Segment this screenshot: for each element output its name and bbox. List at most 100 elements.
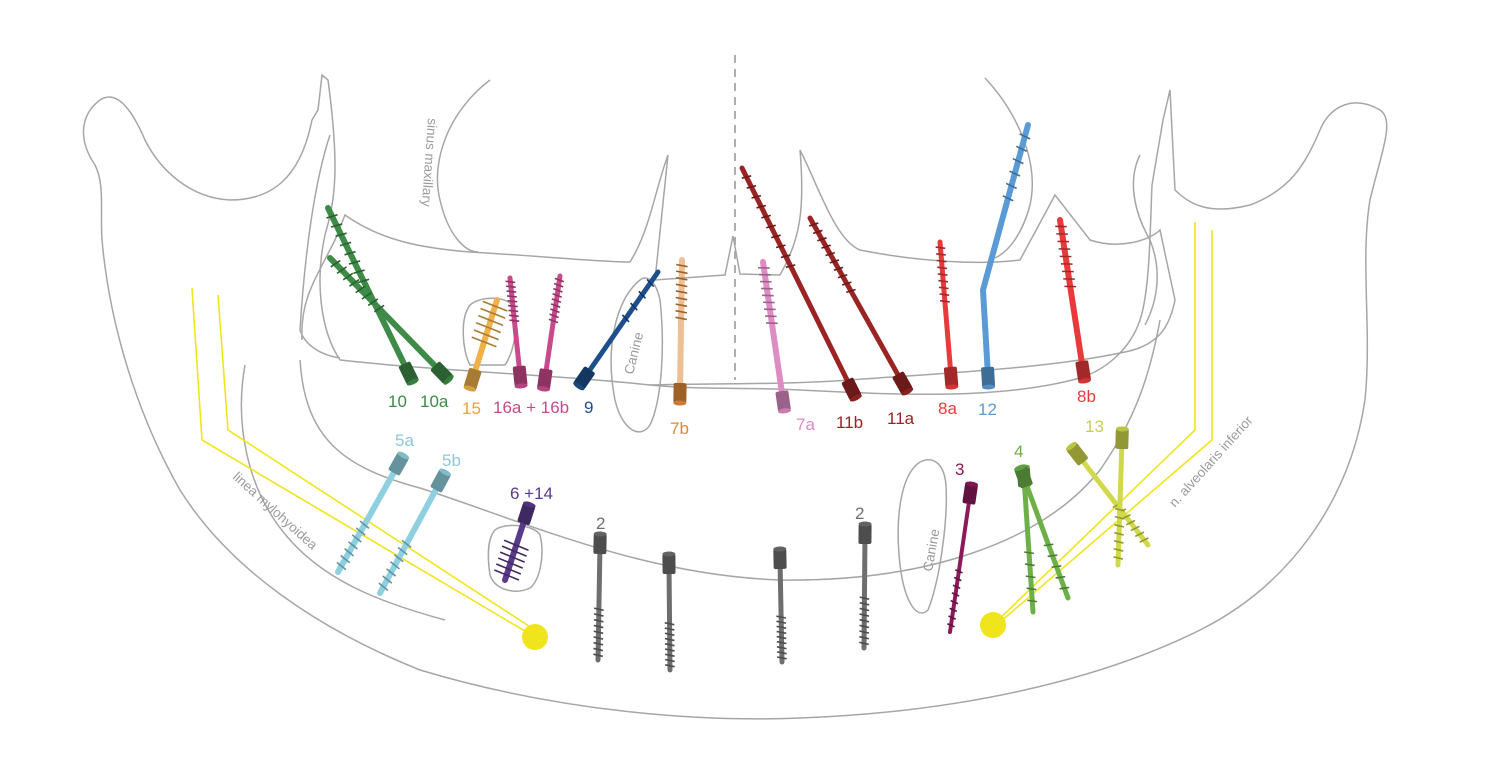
screw-thread [593, 624, 604, 629]
screw-2-16 [593, 531, 607, 663]
screw-thread [776, 630, 787, 635]
screw-head-body [962, 483, 978, 505]
screw-thread [825, 251, 836, 257]
label-12: 12 [978, 400, 997, 419]
screw-head-top [397, 451, 410, 460]
screw-thread [1130, 525, 1140, 532]
label-10: 10 [388, 392, 407, 411]
screw-shaft [777, 557, 785, 665]
screw-thread [859, 635, 870, 640]
screw-thread [841, 281, 852, 286]
maxilla-outline [301, 149, 1176, 386]
anatomy-outlines [82, 55, 1388, 720]
mylohyoid-ridge [240, 364, 446, 621]
screw-shaft [325, 205, 411, 375]
screw-thread [550, 308, 560, 314]
screw-thread [859, 613, 870, 617]
maxilla-left-inner [299, 134, 341, 359]
screw-thread [859, 624, 870, 629]
nerve-canals [191, 222, 1213, 650]
screw-head [943, 366, 959, 390]
screw-thread [776, 615, 787, 619]
screw-shaft [327, 255, 444, 375]
nerve-right-lower [992, 230, 1213, 629]
maxilla-right-inner [1132, 154, 1158, 326]
screw-thread [1055, 575, 1066, 579]
screw-thread [780, 254, 791, 259]
screw-thread [938, 286, 949, 290]
screw-thread [401, 539, 412, 549]
screw-thread [938, 279, 949, 283]
screw-head-body [943, 366, 959, 388]
screw-head-body [430, 469, 451, 493]
screw-thread [1134, 531, 1145, 538]
screw-thread [508, 309, 519, 313]
screw-thread [675, 303, 688, 308]
screw-shaft [507, 275, 523, 378]
screw-thread [480, 307, 506, 319]
screw-thread [776, 620, 787, 624]
screw-thread [1009, 170, 1021, 177]
screw-head [841, 377, 862, 402]
screw-head-top [439, 468, 452, 477]
screw-7b-6 [673, 257, 688, 406]
screw-thread [1125, 519, 1136, 526]
screw-5b-14 [377, 468, 452, 596]
screw-head [517, 501, 536, 526]
screw-5a-13 [335, 451, 410, 575]
screw-head [388, 451, 410, 476]
sinus-right [984, 77, 1033, 259]
screw-head [1075, 360, 1092, 384]
screw-shaft [542, 273, 563, 381]
screw-shaft [335, 462, 401, 575]
screw-head [962, 481, 979, 505]
screw-thread [1012, 157, 1024, 165]
screw-thread [336, 266, 348, 275]
screw-thread [638, 290, 647, 299]
screw-thread [361, 291, 372, 300]
screw-thread [550, 303, 561, 309]
screw-thread [837, 273, 848, 279]
screw-thread [551, 298, 562, 303]
screw-thread [508, 314, 519, 318]
screw-head-top [536, 386, 550, 392]
canine-upper-label: Canine [621, 331, 646, 376]
screw-thread [506, 295, 517, 298]
screw-head-body [464, 367, 482, 390]
screw-head-top [406, 378, 419, 386]
screw-thread [342, 272, 354, 281]
screw-head [593, 531, 607, 555]
screw-6-14-15 [494, 501, 536, 583]
screw-head-top [858, 521, 872, 527]
screw-thread [829, 259, 840, 264]
screw-head-top [901, 387, 914, 396]
screw-head-body [773, 548, 787, 570]
screw-thread [776, 635, 787, 640]
screw-thread [821, 244, 831, 249]
screw-thread [936, 259, 947, 263]
sinus-left [436, 79, 491, 253]
screw-thread [646, 278, 655, 288]
screw-head [662, 551, 676, 575]
canine-lower-label: Canine [920, 528, 942, 573]
screw-thread [553, 282, 564, 288]
screw-thread [473, 329, 499, 341]
screw-7a-7 [758, 259, 792, 414]
screw-thread [1026, 587, 1037, 591]
screw-thread [859, 641, 869, 646]
screw-thread [675, 270, 688, 275]
label-4: 4 [1014, 442, 1023, 461]
screw-shaft [1115, 437, 1125, 568]
screw-thread [664, 632, 675, 636]
label-7b: 7b [670, 419, 689, 438]
screw-shaft [1057, 217, 1086, 373]
screw-head [573, 366, 595, 391]
nerve-right-upper [992, 222, 1196, 626]
screw-10-0 [325, 205, 419, 386]
screw-thread [593, 653, 603, 658]
screw-thread [770, 234, 781, 239]
screw-11a-9 [807, 215, 914, 396]
screw-thread [1027, 599, 1038, 603]
screw-13-24 [1113, 426, 1129, 568]
